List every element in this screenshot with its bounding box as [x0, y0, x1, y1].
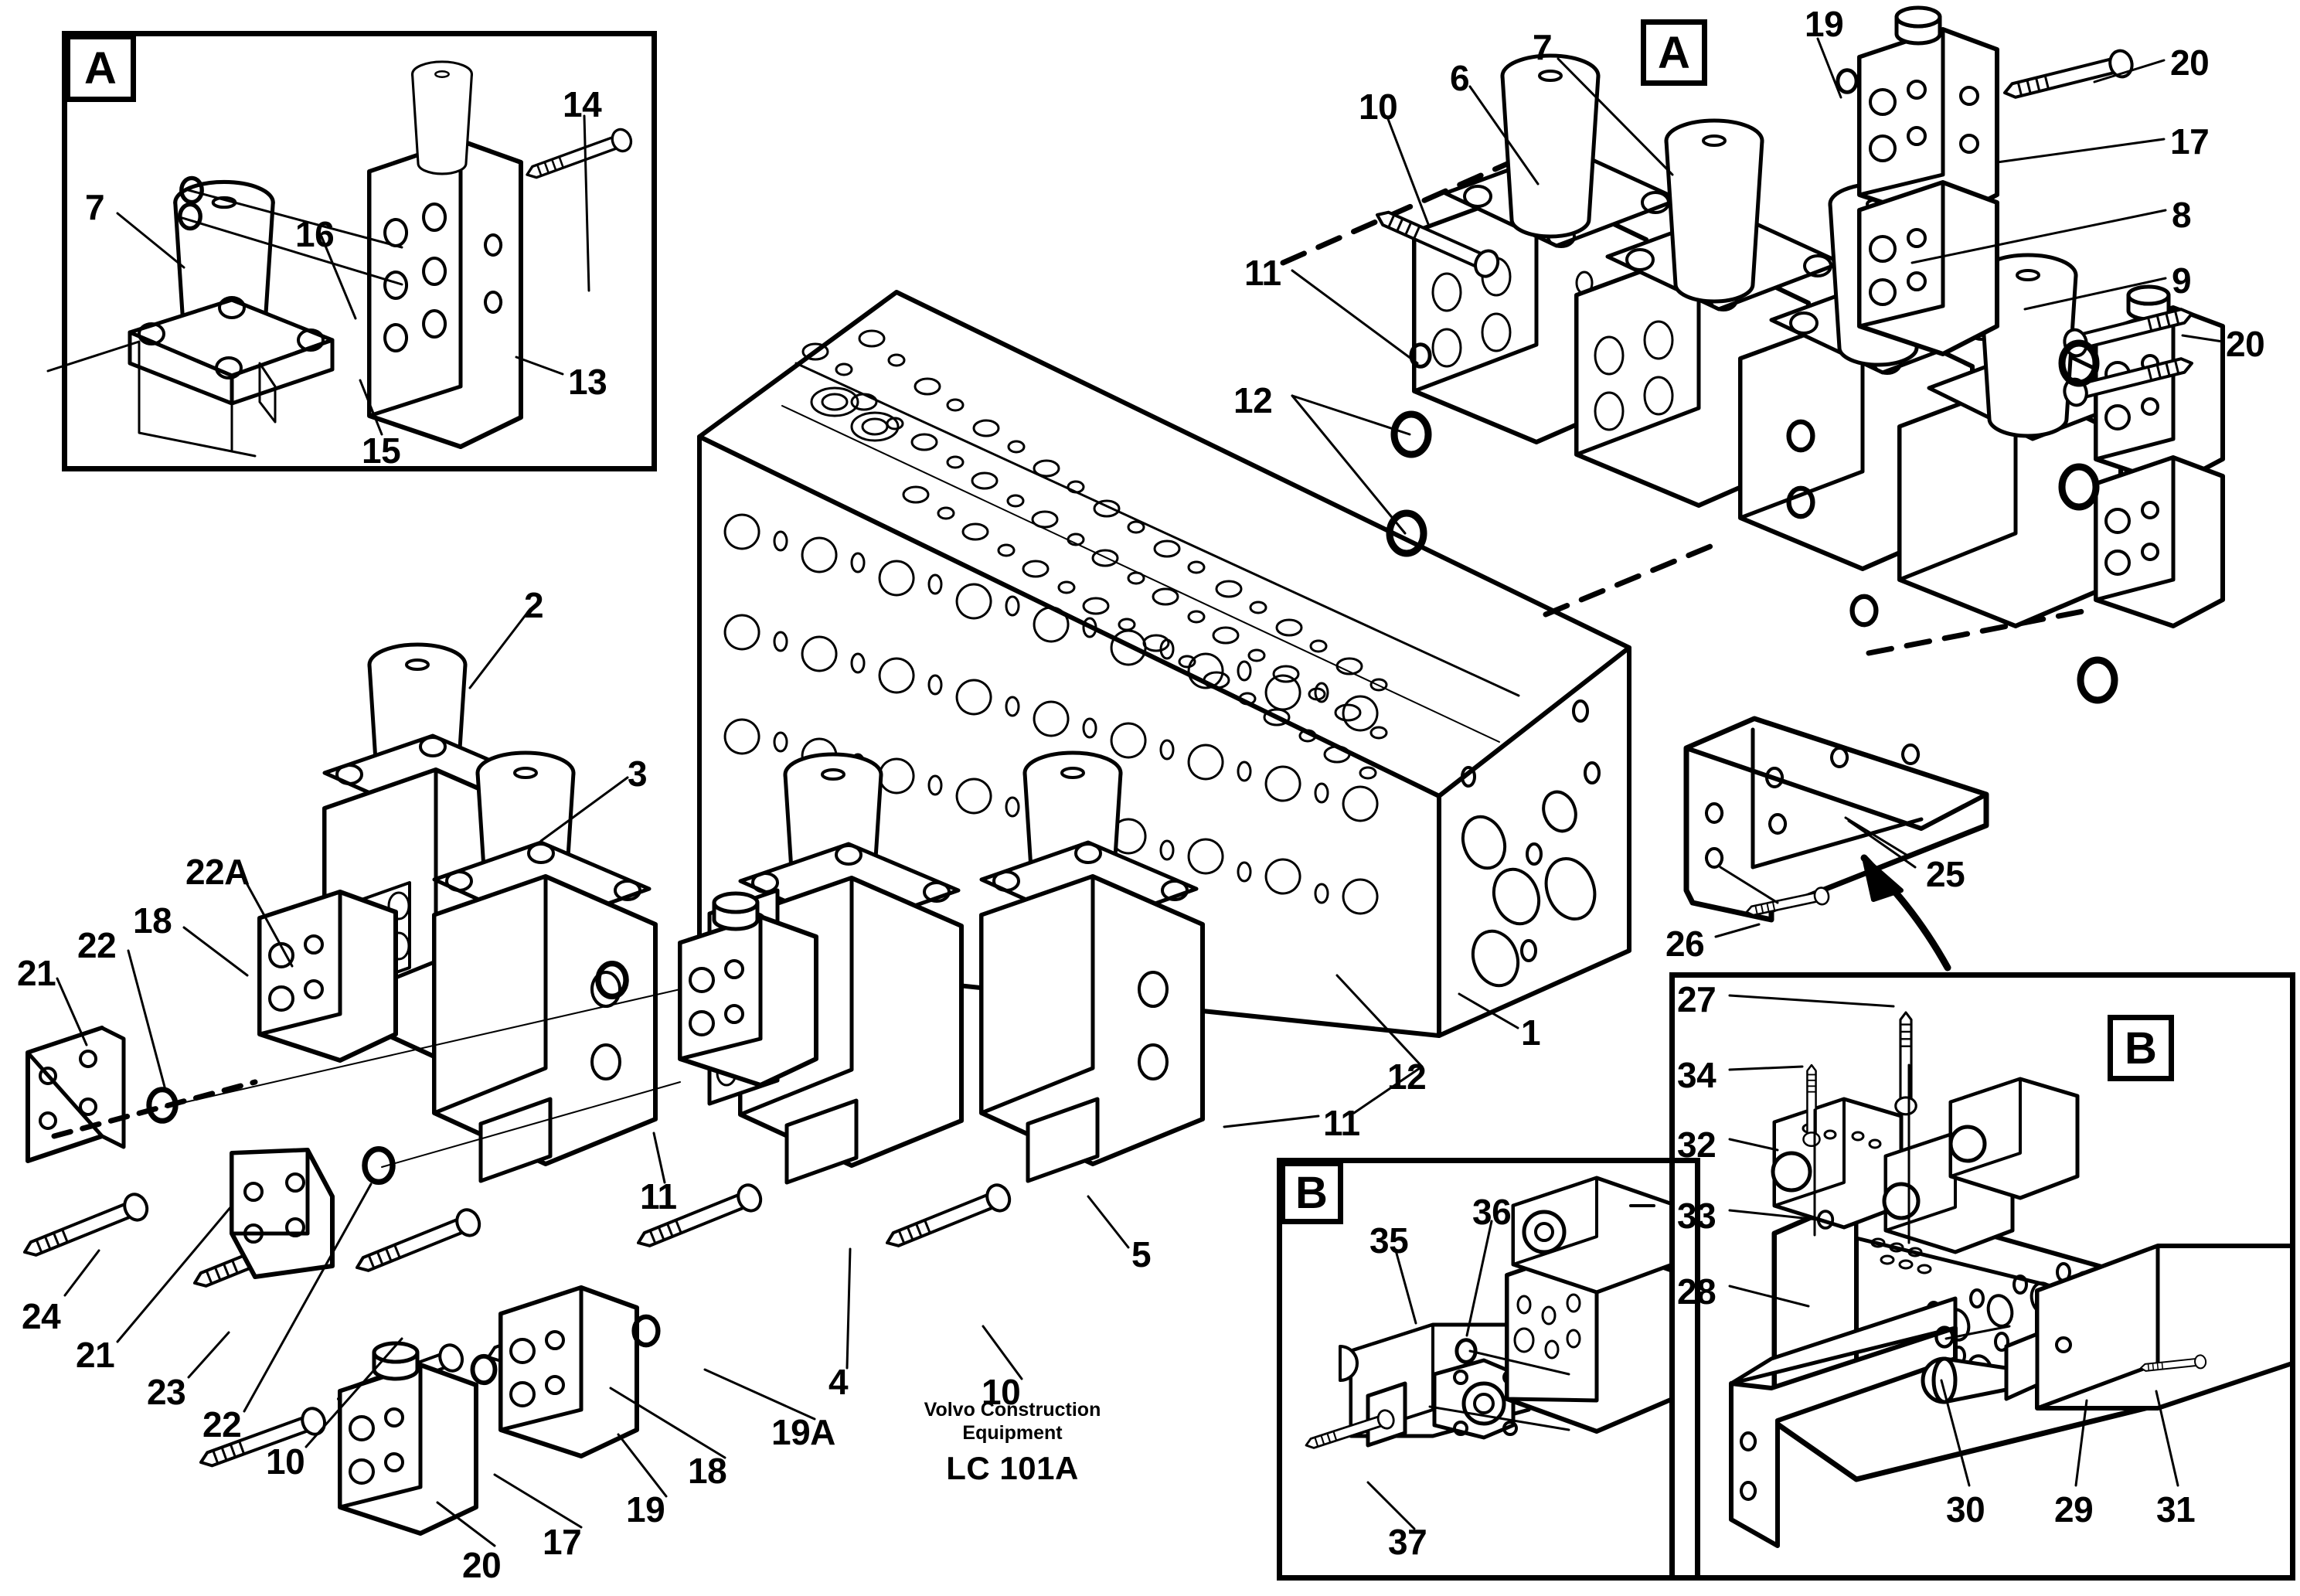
main-manifold-block: [697, 290, 1631, 1038]
callout-11: 11: [1244, 253, 1281, 293]
callout-14: 14: [563, 84, 602, 124]
detail-panel-a: [62, 31, 657, 471]
callout-20: 20: [2170, 43, 2210, 83]
callout-10: 10: [982, 1372, 1021, 1412]
callout-36: 36: [1472, 1192, 1512, 1232]
callout-10: 10: [266, 1441, 305, 1482]
callout-1: 1: [1521, 1012, 1541, 1053]
caption-line-1: Volvo Construction: [924, 1399, 1101, 1421]
callout-12: 12: [1387, 1057, 1427, 1097]
callout-8: 8: [2172, 195, 2192, 235]
callout-31: 31: [2156, 1489, 2196, 1530]
detail-b-right-content: [1729, 1011, 2295, 1548]
callout-28: 28: [1677, 1271, 1716, 1312]
callout-18: 18: [688, 1451, 727, 1491]
callout-21: 21: [17, 953, 56, 993]
callout-7: 7: [1533, 27, 1553, 67]
callout-22A: 22A: [185, 852, 250, 892]
callout-2: 2: [524, 585, 544, 625]
callout-10: 10: [1359, 87, 1398, 127]
detail-marker-a-main: A: [1641, 19, 1707, 86]
callout-26: 26: [1665, 924, 1705, 964]
callout-30: 30: [1946, 1489, 1985, 1530]
callout-35: 35: [1369, 1220, 1409, 1261]
callout-20: 20: [462, 1545, 502, 1585]
callout-24: 24: [22, 1296, 61, 1336]
callout-7: 7: [85, 187, 105, 227]
detail-panel-b-center: [1277, 1158, 1700, 1581]
callout-33: 33: [1677, 1196, 1716, 1236]
callout-32: 32: [1677, 1125, 1716, 1165]
callout-17: 17: [543, 1522, 582, 1562]
detail-a-content: [46, 60, 635, 458]
caption-code: LC 101A: [946, 1450, 1079, 1486]
callout-12: 12: [1233, 380, 1273, 420]
callout-29: 29: [2054, 1489, 2094, 1530]
callout-19A: 19A: [771, 1412, 835, 1452]
callout-6: 6: [1450, 58, 1470, 98]
top-right-valve-stack: [1280, 5, 2225, 700]
callout-15: 15: [362, 430, 401, 471]
callout-22: 22: [77, 925, 117, 965]
callout-3: 3: [628, 754, 648, 794]
callout-5: 5: [1131, 1234, 1152, 1274]
detail-panel-b-right: [1669, 972, 2295, 1581]
callout-20: 20: [2226, 324, 2265, 364]
callout-27: 27: [1677, 979, 1716, 1019]
callout-9: 9: [2172, 260, 2192, 301]
callout-17: 17: [2170, 121, 2210, 162]
callout-22: 22: [202, 1404, 242, 1445]
callout-19: 19: [1805, 4, 1844, 44]
lower-left-loose-parts: [18, 1079, 1016, 1536]
figure-caption: Volvo Construction Equipment LC 101A: [897, 1399, 1128, 1488]
callout-4: 4: [828, 1362, 849, 1402]
callout-25: 25: [1926, 854, 1965, 894]
callout-23: 23: [147, 1372, 186, 1412]
caption-line-2: Equipment: [962, 1421, 1063, 1444]
callout-21: 21: [76, 1335, 115, 1375]
callout-16: 16: [295, 214, 335, 254]
callout-37: 37: [1388, 1522, 1427, 1562]
callout-11: 11: [640, 1176, 677, 1217]
callout-34: 34: [1677, 1055, 1716, 1095]
mount-bracket: [1683, 716, 1989, 972]
callout-13: 13: [568, 362, 607, 402]
detail-b-center-content: [1301, 1176, 1675, 1455]
detail-tag-a: A: [65, 34, 136, 102]
callout-leaders: [56, 37, 2224, 1547]
callout-11: 11: [1323, 1103, 1360, 1143]
detail-tag-b-center: B: [1280, 1161, 1343, 1224]
left-center-valve-stack: [26, 645, 1205, 1185]
callout-19: 19: [626, 1489, 665, 1530]
callout-18: 18: [133, 900, 172, 941]
detail-tag-b-right: B: [2108, 1015, 2174, 1081]
